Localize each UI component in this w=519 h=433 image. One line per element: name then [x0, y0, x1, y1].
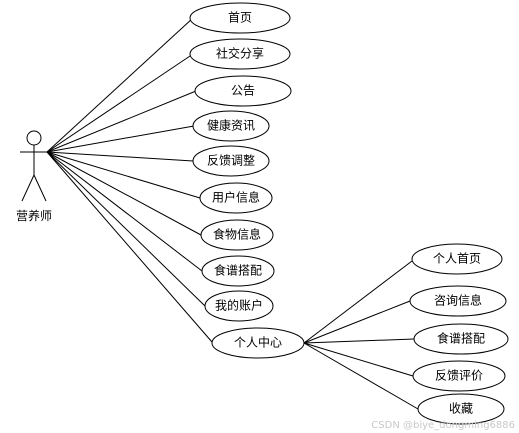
association-line — [303, 342, 419, 410]
use-case-health-news: 健康资讯 — [192, 110, 270, 142]
use-case-social-share: 社交分享 — [189, 38, 291, 70]
use-case-sub-recipe-pairing: 食谱搭配 — [413, 323, 509, 355]
use-case-ellipse — [417, 393, 505, 425]
association-line — [303, 260, 413, 344]
use-case-label: 收藏 — [449, 402, 473, 416]
use-case-ellipse — [192, 110, 270, 142]
use-case-label: 食谱搭配 — [214, 263, 262, 278]
use-case-ellipse — [201, 255, 275, 287]
actor-left-leg — [21, 174, 35, 202]
association-line — [303, 338, 415, 344]
use-case-consult-info: 咨询信息 — [409, 285, 507, 317]
use-case-label: 公告 — [231, 84, 255, 98]
use-case-label: 个人首页 — [433, 252, 481, 266]
actor-right-leg — [33, 174, 47, 202]
association-line — [46, 90, 197, 153]
use-case-ellipse — [412, 360, 506, 392]
actor-label: 营养师 — [16, 208, 52, 223]
use-case-personal-center: 个人中心 — [211, 327, 305, 359]
use-case-ellipse — [189, 38, 291, 70]
association-line — [46, 151, 194, 162]
association-line — [46, 151, 203, 272]
use-case-announcement: 公告 — [194, 75, 292, 107]
use-case-user-info: 用户信息 — [199, 182, 273, 214]
use-case-favorites: 收藏 — [417, 393, 505, 425]
use-case-ellipse — [211, 327, 305, 359]
use-case-ellipse — [200, 219, 274, 251]
actor-head — [26, 130, 42, 146]
use-case-label: 咨询信息 — [434, 293, 482, 308]
use-case-feedback-adjust: 反馈调整 — [192, 145, 270, 177]
use-case-ellipse — [199, 182, 273, 214]
use-case-my-account: 我的账户 — [204, 290, 274, 322]
association-line — [46, 53, 194, 153]
use-case-personal-home: 个人首页 — [411, 243, 503, 275]
use-case-ellipse — [189, 2, 291, 34]
use-case-label: 首页 — [228, 11, 252, 25]
use-case-label: 我的账户 — [215, 298, 263, 313]
use-case-ellipse — [411, 243, 503, 275]
use-case-ellipse — [409, 285, 507, 317]
use-case-ellipse — [204, 290, 274, 322]
actor: 营养师 — [16, 130, 52, 223]
use-case-label: 反馈评价 — [435, 369, 483, 383]
use-case-label: 个人中心 — [234, 335, 282, 350]
sub-associations — [303, 260, 419, 410]
use-case-label: 反馈调整 — [207, 153, 255, 168]
use-case-label: 健康资讯 — [207, 118, 255, 133]
use-case-label: 食物信息 — [213, 227, 261, 242]
association-line — [46, 151, 213, 343]
use-case-home: 首页 — [189, 2, 291, 34]
use-case-ellipse — [192, 145, 270, 177]
association-line — [46, 151, 201, 199]
use-case-food-info: 食物信息 — [200, 219, 274, 251]
association-line — [46, 151, 206, 307]
association-line — [46, 17, 194, 153]
watermark: CSDN @biye_dongming6886 — [371, 420, 515, 431]
use-case-label: 用户信息 — [212, 190, 260, 205]
use-case-feedback-review: 反馈评价 — [412, 360, 506, 392]
use-case-recipe-pairing: 食谱搭配 — [201, 255, 275, 287]
use-case-label: 社交分享 — [216, 46, 264, 61]
use-case-label: 食谱搭配 — [437, 331, 485, 346]
association-line — [46, 151, 202, 236]
use-case-ellipse — [413, 323, 509, 355]
association-line — [303, 342, 414, 377]
association-line — [46, 125, 195, 153]
use-case-ellipse — [194, 75, 292, 107]
association-line — [303, 300, 411, 344]
actor-associations — [46, 17, 213, 343]
